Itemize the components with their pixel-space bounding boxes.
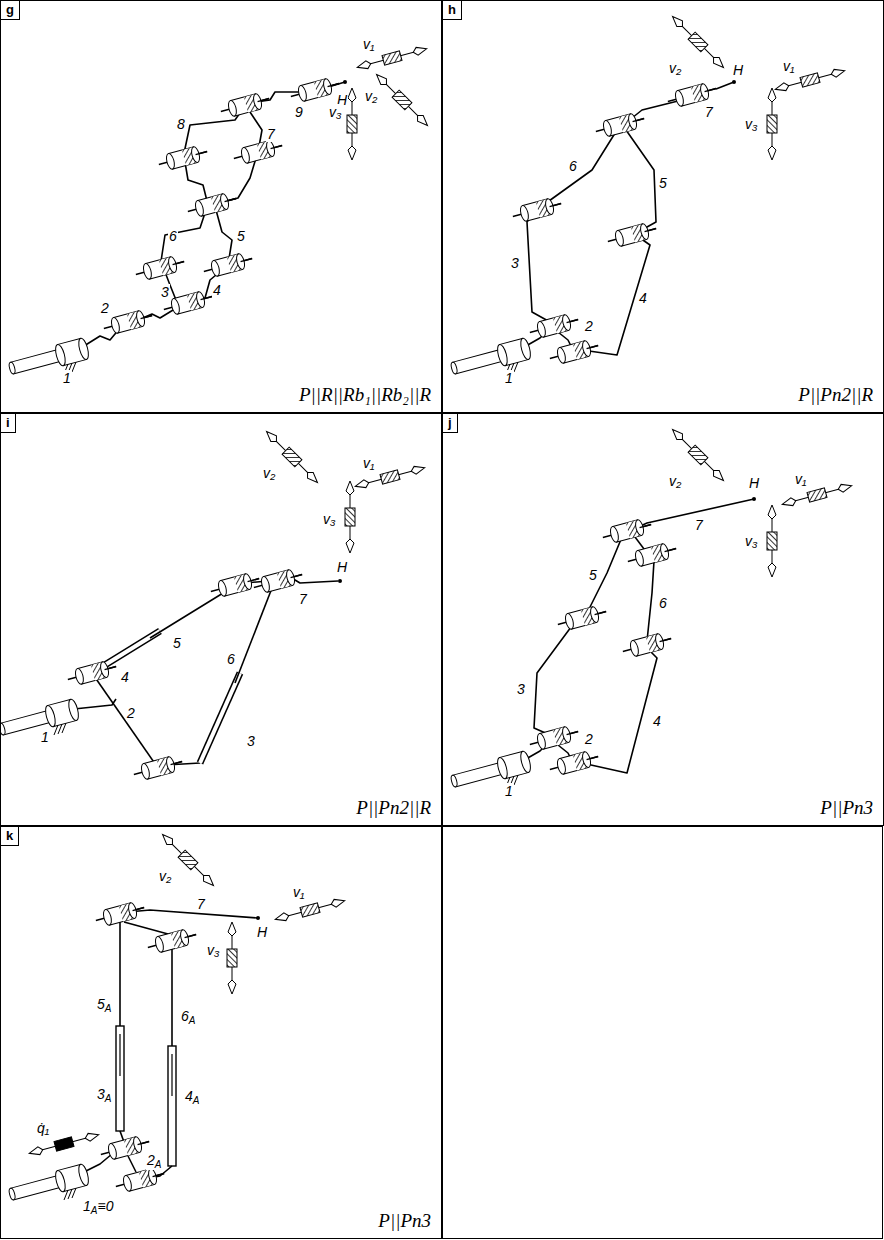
callout-label: v₂ [668,473,682,489]
panel-letter-box: j [443,414,458,433]
callout-label: 5 [588,567,598,583]
callout-label: 2 [584,318,594,334]
mechanism-formula: P||Pn3 [820,797,873,819]
callout-label: 3 [246,733,256,749]
panel-frame: P||Pn3 k [0,826,442,1239]
callout-label: 6 [568,158,578,174]
panel-letter: k [6,828,13,843]
callout-label: H [732,62,744,78]
callout-label: 4 [652,713,662,729]
callout-label: 1 [40,729,50,745]
callout-label: v₃ [744,116,759,132]
mechanism-h [449,13,846,379]
callout-label: 4 [120,669,130,685]
mechanism-g [7,44,431,379]
callout-label: 1 [504,783,514,799]
callout-label: 1 [62,370,72,386]
callout-label: H [748,475,760,491]
callout-label: 1 [504,370,514,386]
callout-label: v₁ [292,884,305,900]
callout-label: 6A [180,1008,196,1026]
mechanism-formula: P||Pn3 [378,1210,431,1232]
callout-label: 5A [96,996,112,1014]
callout-label: v₃ [322,511,337,527]
callout-label: v₂ [262,465,276,481]
callout-label: 6 [226,651,236,667]
panel-frame: P||Pn3 j [442,413,884,826]
callout-label: 3 [160,284,170,300]
mechanism-k [7,831,346,1205]
callout-label: 9 [294,104,304,120]
callout-label: 4 [638,290,648,306]
callout-label: 6 [168,228,178,244]
mechanism-formula: P||R||Rb₁||Rb₂||R [299,384,431,406]
callout-label: 2 [584,731,594,747]
callout-label: v₁ [782,58,795,74]
callout-label: H [256,924,268,940]
mechanism-formula: P||Pn2||R [356,797,431,819]
callout-label: 3 [510,255,520,271]
mechanism-i [0,428,426,782]
callout-label: 7 [298,591,308,607]
callout-label: 4A [184,1088,200,1106]
callout-label: 6 [658,595,668,611]
callout-label: 1A≡0 [82,1198,114,1216]
callout-label: 7 [196,896,206,912]
callout-label: 5 [658,175,668,191]
callout-label: v₁ [362,36,375,52]
callout-label: v₁ [362,455,375,471]
callout-label: 3 [516,681,526,697]
panel-letter-box: g [1,1,20,20]
callout-label: 5 [172,635,182,651]
callout-label: 2A [146,1152,162,1170]
panel-frame: P||Pn2||R h [442,0,884,413]
panel-letter-box: i [1,414,16,433]
callout-label: H [336,559,348,575]
panel-frame: P||Pn2||R i [0,413,442,826]
callout-label: v₃ [744,533,759,549]
callout-label: v₂ [158,868,172,884]
callout-label: v₃ [328,104,343,120]
callout-label: q̇₁ [36,1120,50,1136]
callout-label: 7 [694,517,704,533]
panel-letter: j [448,415,452,430]
callout-label: 7 [704,104,714,120]
callout-label: v₂ [364,88,378,104]
callout-label: 8 [176,116,186,132]
callout-label: 2 [100,300,110,316]
panel-letter: g [6,2,14,17]
empty-cell [443,827,883,1239]
panel-letter: h [448,2,456,17]
callout-label: 3A [96,1086,112,1104]
panel-letter-box: h [443,1,462,20]
mechanism-j [449,426,853,792]
panel-frame: P||R||Rb₁||Rb₂||R g [0,0,442,413]
callout-label: v₁ [794,471,807,487]
callout-label: 4 [212,282,222,298]
panel-letter: i [6,415,10,430]
callout-label: 5 [236,228,246,244]
panel-letter-box: k [1,827,19,846]
callout-label: v₂ [668,60,682,76]
callout-label: v₃ [206,942,221,958]
callout-label: 2 [126,705,136,721]
callout-label: 7 [266,126,276,142]
mechanism-formula: P||Pn2||R [798,384,873,406]
